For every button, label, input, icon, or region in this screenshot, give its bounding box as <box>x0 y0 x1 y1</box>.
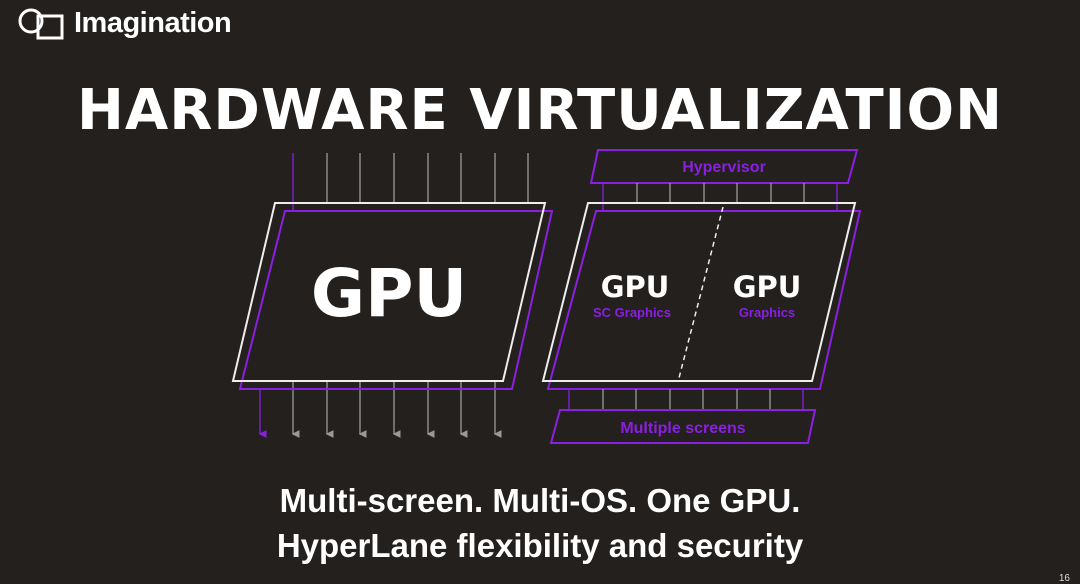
subtitle-line-2: HyperLane flexibility and security <box>276 527 804 564</box>
logo-text: Imagination <box>74 6 232 39</box>
hypervisor-box <box>589 149 859 184</box>
gpu-block-shadow <box>238 210 554 390</box>
gpu2-sublabel: Graphics <box>739 305 795 320</box>
screens-box <box>549 409 817 444</box>
page-number: 16 <box>1058 573 1070 584</box>
input-lines <box>292 153 529 211</box>
slide-title: HARDWARE VIRTUALIZATION <box>77 78 1003 143</box>
screen-connectors <box>568 389 804 410</box>
gpu1-label: GPU <box>601 270 670 304</box>
subtitle-line-1: Multi-screen. Multi-OS. One GPU. <box>279 482 801 519</box>
hypervisor-label: Hypervisor <box>682 159 766 176</box>
screens-label: Multiple screens <box>620 420 745 437</box>
virtual-gpu-block-shadow <box>546 210 862 390</box>
gpu1-sublabel: SC Graphics <box>593 305 671 320</box>
gpu-label: GPU <box>311 255 467 332</box>
hypervisor-connectors <box>602 183 838 211</box>
gpu2-label: GPU <box>733 270 802 304</box>
partition-divider <box>678 206 724 379</box>
virtual-gpu-block <box>541 202 857 382</box>
imagination-logo: Imagination <box>16 6 232 40</box>
logo-mark-icon <box>18 8 64 40</box>
gpu-block <box>231 202 547 382</box>
